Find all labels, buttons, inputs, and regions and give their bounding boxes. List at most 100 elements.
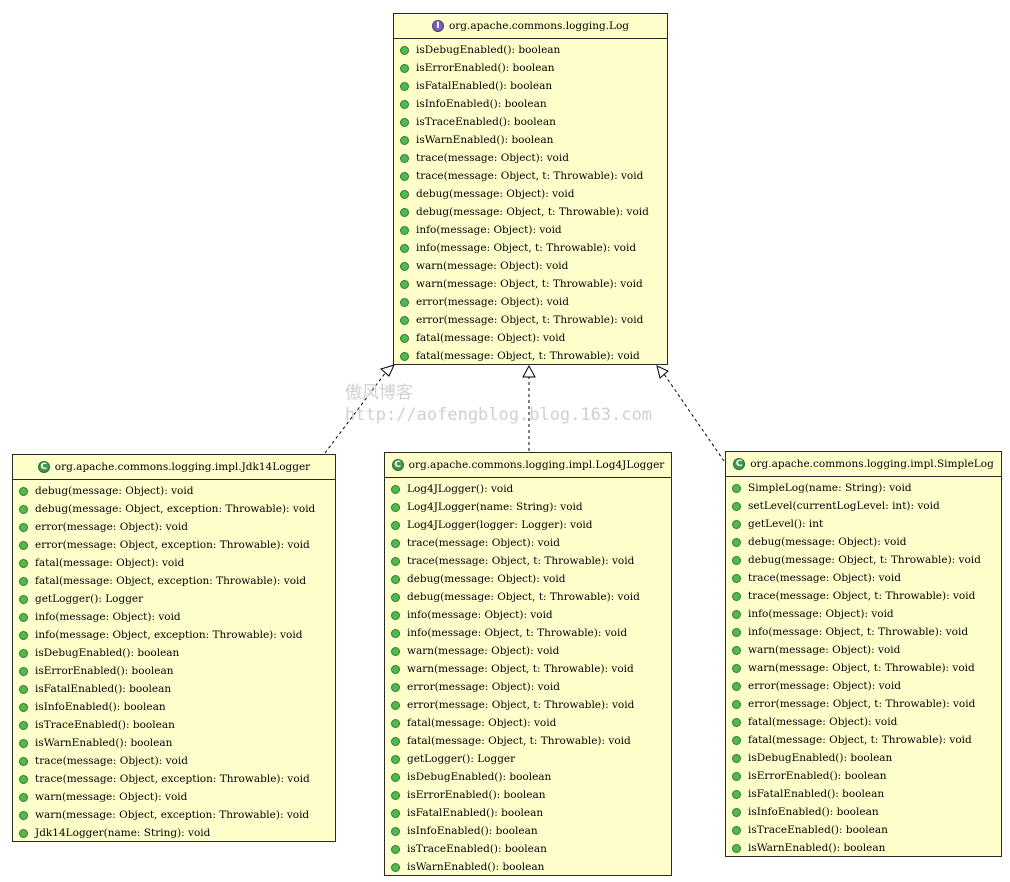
public-method-icon xyxy=(391,772,400,782)
method-row[interactable]: getLevel(): int xyxy=(726,515,1001,533)
method-row[interactable]: info(message: Object): void xyxy=(726,605,1001,623)
method-row[interactable]: warn(message: Object): void xyxy=(726,641,1001,659)
method-row[interactable]: fatal(message: Object, t: Throwable): vo… xyxy=(385,732,671,750)
method-row[interactable]: SimpleLog(name: String): void xyxy=(726,479,1001,497)
method-row[interactable]: trace(message: Object, t: Throwable): vo… xyxy=(726,587,1001,605)
method-row[interactable]: fatal(message: Object): void xyxy=(13,554,335,572)
method-row[interactable]: trace(message: Object): void xyxy=(394,149,667,167)
method-row[interactable]: debug(message: Object): void xyxy=(13,482,335,500)
method-row[interactable]: error(message: Object, t: Throwable): vo… xyxy=(394,311,667,329)
method-row[interactable]: fatal(message: Object, t: Throwable): vo… xyxy=(394,347,667,365)
method-row[interactable]: trace(message: Object): void xyxy=(385,534,671,552)
method-row[interactable]: isWarnEnabled(): boolean xyxy=(726,839,1001,857)
public-method-icon xyxy=(19,486,28,496)
method-row[interactable]: info(message: Object): void xyxy=(13,608,335,626)
method-row[interactable]: debug(message: Object): void xyxy=(726,533,1001,551)
method-row[interactable]: debug(message: Object, t: Throwable): vo… xyxy=(394,203,667,221)
method-row[interactable]: isDebugEnabled(): boolean xyxy=(13,644,335,662)
method-row[interactable]: error(message: Object): void xyxy=(726,677,1001,695)
method-row[interactable]: isFatalEnabled(): boolean xyxy=(394,77,667,95)
method-row[interactable]: debug(message: Object): void xyxy=(394,185,667,203)
method-row[interactable]: info(message: Object, t: Throwable): voi… xyxy=(726,623,1001,641)
method-row[interactable]: warn(message: Object, t: Throwable): voi… xyxy=(385,660,671,678)
method-row[interactable]: warn(message: Object, t: Throwable): voi… xyxy=(726,659,1001,677)
method-row[interactable]: Log4JLogger(logger: Logger): void xyxy=(385,516,671,534)
public-method-icon xyxy=(391,646,400,656)
method-row[interactable]: warn(message: Object): void xyxy=(394,257,667,275)
method-row[interactable]: warn(message: Object, exception: Throwab… xyxy=(13,806,335,824)
method-signature: isErrorEnabled(): boolean xyxy=(407,789,546,801)
public-method-icon xyxy=(732,555,741,565)
method-row[interactable]: info(message: Object): void xyxy=(394,221,667,239)
method-row[interactable]: isDebugEnabled(): boolean xyxy=(726,749,1001,767)
method-row[interactable]: isFatalEnabled(): boolean xyxy=(385,804,671,822)
public-method-icon xyxy=(391,502,400,512)
method-row[interactable]: isInfoEnabled(): boolean xyxy=(385,822,671,840)
method-signature: error(message: Object, t: Throwable): vo… xyxy=(407,699,635,711)
method-row[interactable]: error(message: Object, exception: Throwa… xyxy=(13,536,335,554)
method-row[interactable]: Log4JLogger(): void xyxy=(385,480,671,498)
method-row[interactable]: isInfoEnabled(): boolean xyxy=(726,803,1001,821)
method-row[interactable]: trace(message: Object, t: Throwable): vo… xyxy=(385,552,671,570)
method-signature: error(message: Object, exception: Throwa… xyxy=(35,539,310,551)
method-row[interactable]: trace(message: Object, exception: Throwa… xyxy=(13,770,335,788)
method-row[interactable]: isErrorEnabled(): boolean xyxy=(726,767,1001,785)
method-row[interactable]: Jdk14Logger(name: String): void xyxy=(13,824,335,842)
method-row[interactable]: fatal(message: Object): void xyxy=(726,713,1001,731)
method-row[interactable]: isWarnEnabled(): boolean xyxy=(385,858,671,876)
method-row[interactable]: getLogger(): Logger xyxy=(13,590,335,608)
method-row[interactable]: debug(message: Object, exception: Throwa… xyxy=(13,500,335,518)
method-row[interactable]: debug(message: Object, t: Throwable): vo… xyxy=(385,588,671,606)
method-row[interactable]: info(message: Object, exception: Throwab… xyxy=(13,626,335,644)
method-row[interactable]: fatal(message: Object, exception: Throwa… xyxy=(13,572,335,590)
method-row[interactable]: fatal(message: Object): void xyxy=(394,329,667,347)
method-row[interactable]: isTraceEnabled(): boolean xyxy=(394,113,667,131)
method-row[interactable]: info(message: Object, t: Throwable): voi… xyxy=(394,239,667,257)
method-row[interactable]: trace(message: Object): void xyxy=(13,752,335,770)
method-row[interactable]: error(message: Object, t: Throwable): vo… xyxy=(385,696,671,714)
public-method-icon xyxy=(732,843,741,853)
method-row[interactable]: isTraceEnabled(): boolean xyxy=(726,821,1001,839)
method-row[interactable]: info(message: Object, t: Throwable): voi… xyxy=(385,624,671,642)
method-signature: debug(message: Object, t: Throwable): vo… xyxy=(748,554,981,566)
method-row[interactable]: isDebugEnabled(): boolean xyxy=(394,41,667,59)
method-row[interactable]: debug(message: Object, t: Throwable): vo… xyxy=(726,551,1001,569)
method-row[interactable]: isErrorEnabled(): boolean xyxy=(13,662,335,680)
method-row[interactable]: setLevel(currentLogLevel: int): void xyxy=(726,497,1001,515)
method-row[interactable]: isWarnEnabled(): boolean xyxy=(13,734,335,752)
method-row[interactable]: info(message: Object): void xyxy=(385,606,671,624)
method-row[interactable]: error(message: Object): void xyxy=(13,518,335,536)
method-row[interactable]: fatal(message: Object, t: Throwable): vo… xyxy=(726,731,1001,749)
class-icon: C xyxy=(37,461,50,473)
method-row[interactable]: Log4JLogger(name: String): void xyxy=(385,498,671,516)
method-signature: info(message: Object, t: Throwable): voi… xyxy=(416,242,637,254)
method-row[interactable]: getLogger(): Logger xyxy=(385,750,671,768)
method-row[interactable]: warn(message: Object, t: Throwable): voi… xyxy=(394,275,667,293)
method-row[interactable]: error(message: Object): void xyxy=(385,678,671,696)
method-row[interactable]: fatal(message: Object): void xyxy=(385,714,671,732)
method-row[interactable]: isFatalEnabled(): boolean xyxy=(13,680,335,698)
method-row[interactable]: isErrorEnabled(): boolean xyxy=(385,786,671,804)
method-row[interactable]: error(message: Object): void xyxy=(394,293,667,311)
method-row[interactable]: error(message: Object, t: Throwable): vo… xyxy=(726,695,1001,713)
method-signature: error(message: Object, t: Throwable): vo… xyxy=(416,314,644,326)
method-signature: setLevel(currentLogLevel: int): void xyxy=(748,500,940,512)
public-method-icon xyxy=(19,720,28,730)
method-row[interactable]: isFatalEnabled(): boolean xyxy=(726,785,1001,803)
method-row[interactable]: isWarnEnabled(): boolean xyxy=(394,131,667,149)
method-row[interactable]: isTraceEnabled(): boolean xyxy=(385,840,671,858)
method-row[interactable]: trace(message: Object, t: Throwable): vo… xyxy=(394,167,667,185)
method-row[interactable]: isInfoEnabled(): boolean xyxy=(394,95,667,113)
method-row[interactable]: warn(message: Object): void xyxy=(13,788,335,806)
method-row[interactable]: isInfoEnabled(): boolean xyxy=(13,698,335,716)
method-row[interactable]: isDebugEnabled(): boolean xyxy=(385,768,671,786)
method-row[interactable]: isTraceEnabled(): boolean xyxy=(13,716,335,734)
method-row[interactable]: debug(message: Object): void xyxy=(385,570,671,588)
method-row[interactable]: trace(message: Object): void xyxy=(726,569,1001,587)
method-row[interactable]: isErrorEnabled(): boolean xyxy=(394,59,667,77)
method-row[interactable]: warn(message: Object): void xyxy=(385,642,671,660)
